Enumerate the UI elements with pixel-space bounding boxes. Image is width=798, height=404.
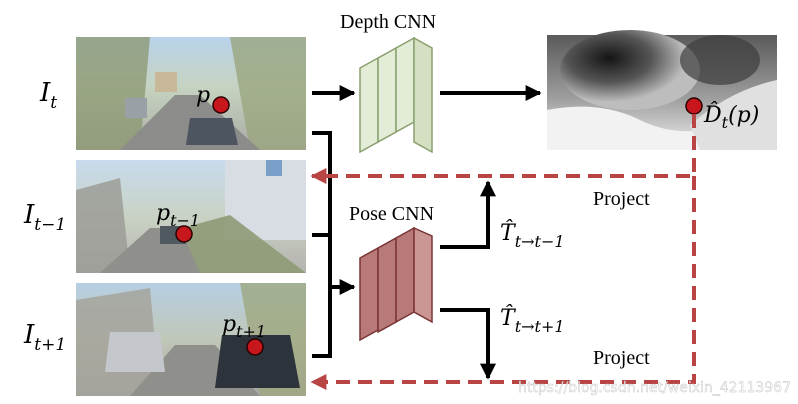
frame-t-image (76, 37, 306, 150)
arrow-pose-to-plus (440, 308, 496, 380)
project-path-bottom (310, 176, 696, 390)
point-t-minus-1-label: pt−1 (156, 201, 200, 230)
arrow-pose-to-minus (440, 180, 496, 249)
frame-t-label: It (39, 78, 57, 113)
point-t-marker (212, 96, 230, 114)
watermark-text: https://blog.csdn.net/weixin_42113967 (518, 380, 791, 396)
depth-cnn-title: Depth CNN (340, 11, 436, 33)
pose-cnn-block (359, 226, 433, 342)
pose-cnn-title: Pose CNN (349, 203, 434, 225)
pose-output-minus-label: T̂t→t−1 (500, 220, 565, 251)
depth-cnn-block (359, 36, 433, 154)
point-t-plus-1-marker (246, 338, 264, 356)
point-t-label: p (196, 83, 210, 108)
depth-point-marker (685, 97, 703, 115)
project-label-top: Project (593, 188, 650, 210)
frames-merge-connector (312, 131, 332, 358)
project-label-bottom: Project (593, 347, 650, 369)
point-t-minus-1-marker (175, 225, 193, 243)
frame-t-minus-1-label: It−1 (23, 200, 66, 235)
frame-t-plus-1-image (76, 283, 306, 396)
pose-output-plus-label: T̂t→t+1 (500, 305, 565, 336)
frame-t-plus-1-label: It+1 (23, 320, 66, 355)
point-t-plus-1-label: pt+1 (222, 312, 266, 341)
project-path-top (310, 114, 696, 184)
depth-map-image (547, 30, 777, 150)
depth-output-label: D̂t(p) (703, 102, 759, 132)
